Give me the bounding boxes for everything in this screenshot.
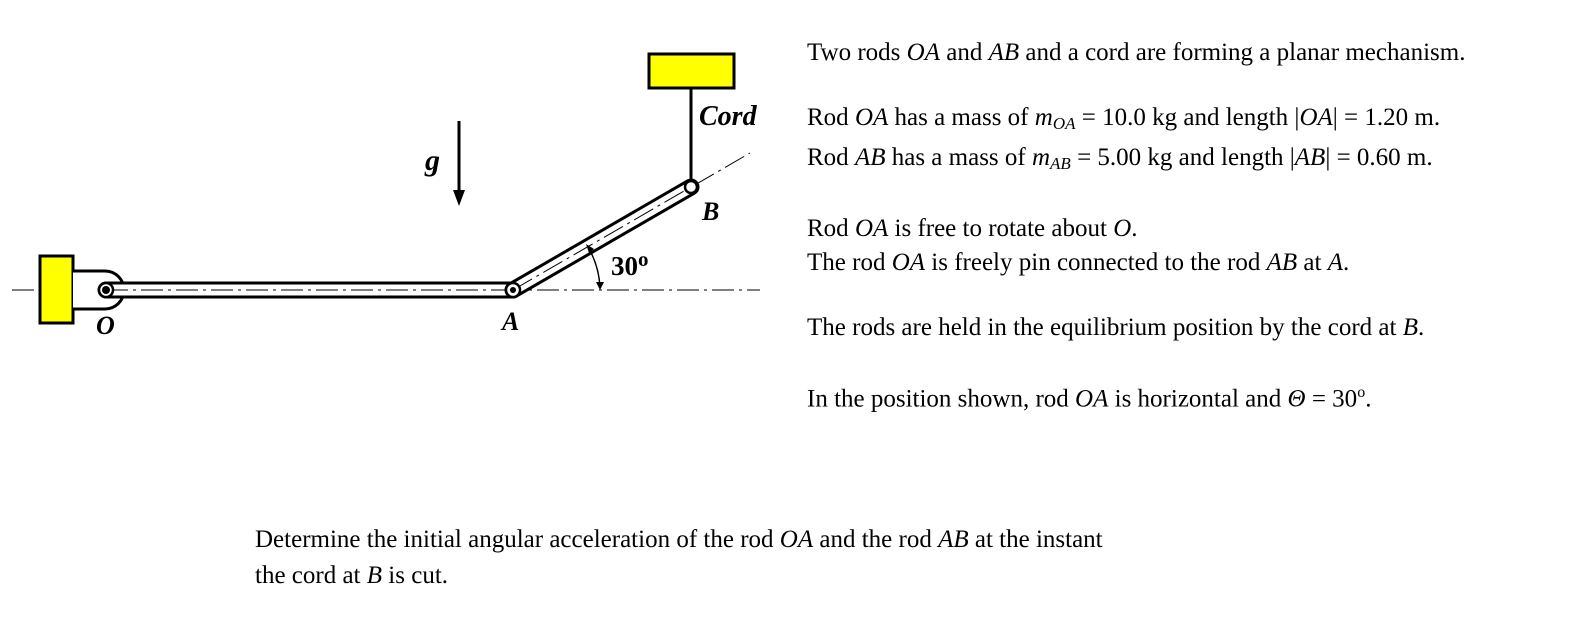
text: Rod — [807, 144, 855, 171]
label-angle: 30o — [611, 247, 649, 281]
text: = 5.00 kg and length | — [1070, 144, 1295, 171]
text: . — [1342, 249, 1350, 276]
text: | = 1.20 m. — [1332, 104, 1441, 131]
text: and — [939, 39, 989, 66]
rod-name: OA — [1075, 385, 1109, 413]
text: is horizontal and — [1108, 385, 1288, 413]
text: has a mass of — [888, 104, 1035, 131]
degree-sign: o — [1357, 384, 1366, 401]
text: has a mass of — [885, 144, 1032, 171]
rod-name: AB — [1266, 249, 1298, 276]
pin-o-center — [102, 286, 110, 294]
question-statement: Determine the initial angular accelerati… — [255, 522, 1455, 594]
text: = 30 — [1305, 385, 1358, 413]
problem-line-4: Rod OA is free to rotate about O. — [807, 212, 1567, 246]
text: at — [1297, 249, 1328, 276]
text: Determine the initial angular accelerati… — [255, 526, 780, 553]
text: is freely pin connected to the rod — [925, 249, 1267, 276]
text: the cord at — [255, 562, 367, 589]
rod-name: OA — [891, 249, 926, 276]
mass-subscript: OA — [1052, 114, 1076, 133]
text: . — [1417, 314, 1425, 341]
label-angle-degree: o — [638, 247, 649, 271]
rod-name: AB — [854, 144, 886, 171]
rod-name: AB — [1294, 144, 1326, 171]
text: . — [1365, 385, 1372, 413]
text: is cut. — [382, 562, 449, 589]
label-angle-value: 30 — [611, 251, 638, 281]
angle-arrow-bottom — [596, 282, 604, 290]
pin-b — [683, 179, 699, 195]
problem-statement: Two rods OA and AB and a cord are formin… — [807, 36, 1567, 416]
rod-ab-fill — [507, 181, 697, 296]
label-a: A — [500, 307, 519, 336]
rod-name: OA — [779, 526, 814, 553]
pin-a-center — [510, 287, 516, 293]
label-b: B — [701, 197, 719, 226]
rod-name: OA — [906, 39, 940, 66]
problem-line-1: Two rods OA and AB and a cord are formin… — [807, 36, 1567, 70]
theta-symbol: Θ — [1287, 385, 1306, 413]
rod-name: AB — [988, 39, 1020, 66]
mass-symbol: m — [1034, 104, 1053, 131]
text: In the position shown, rod — [807, 385, 1076, 413]
text: is free to rotate about — [888, 215, 1114, 242]
gravity-arrow-head — [453, 190, 465, 206]
text: . — [1131, 215, 1138, 242]
rod-name: OA — [854, 215, 889, 242]
label-g: g — [424, 144, 440, 177]
text: and a cord are forming a planar mechanis… — [1019, 39, 1466, 66]
question-line-1: Determine the initial angular accelerati… — [255, 522, 1455, 558]
angle-arrow-top — [586, 244, 594, 253]
text: | = 0.60 m. — [1325, 144, 1433, 171]
problem-line-2: Rod OA has a mass of mOA = 10.0 kg and l… — [807, 101, 1567, 141]
point-name: A — [1327, 249, 1343, 276]
problem-line-6: The rods are held in the equilibrium pos… — [807, 311, 1567, 345]
rod-name: AB — [938, 526, 969, 553]
text: Two rods — [807, 39, 907, 66]
rod-name: OA — [854, 104, 889, 131]
mass-symbol: m — [1031, 144, 1051, 171]
text: Rod — [807, 215, 855, 242]
problem-line-3: Rod AB has a mass of mAB = 5.00 kg and l… — [807, 141, 1567, 181]
text: = 10.0 kg and length | — [1075, 104, 1300, 131]
rod-name: OA — [1299, 104, 1333, 131]
problem-line-7: In the position shown, rod OA is horizon… — [807, 376, 1567, 416]
point-name: B — [1402, 314, 1418, 341]
text: The rod — [807, 249, 892, 276]
label-o: O — [96, 311, 115, 340]
mass-subscript: AB — [1050, 154, 1071, 173]
text: and the rod — [813, 526, 939, 553]
text: at the instant — [968, 526, 1103, 553]
mechanism-diagram: Cord g B 30o O A — [12, 52, 760, 340]
point-name: O — [1113, 215, 1132, 242]
ceiling-support — [647, 52, 736, 90]
label-cord: Cord — [699, 101, 758, 132]
point-name: B — [366, 562, 383, 589]
question-line-2: the cord at B is cut. — [255, 558, 1455, 594]
problem-line-5: The rod OA is freely pin connected to th… — [807, 246, 1567, 280]
text: The rods are held in the equilibrium pos… — [807, 314, 1403, 341]
wall-support — [38, 254, 75, 325]
text: Rod — [807, 104, 855, 131]
